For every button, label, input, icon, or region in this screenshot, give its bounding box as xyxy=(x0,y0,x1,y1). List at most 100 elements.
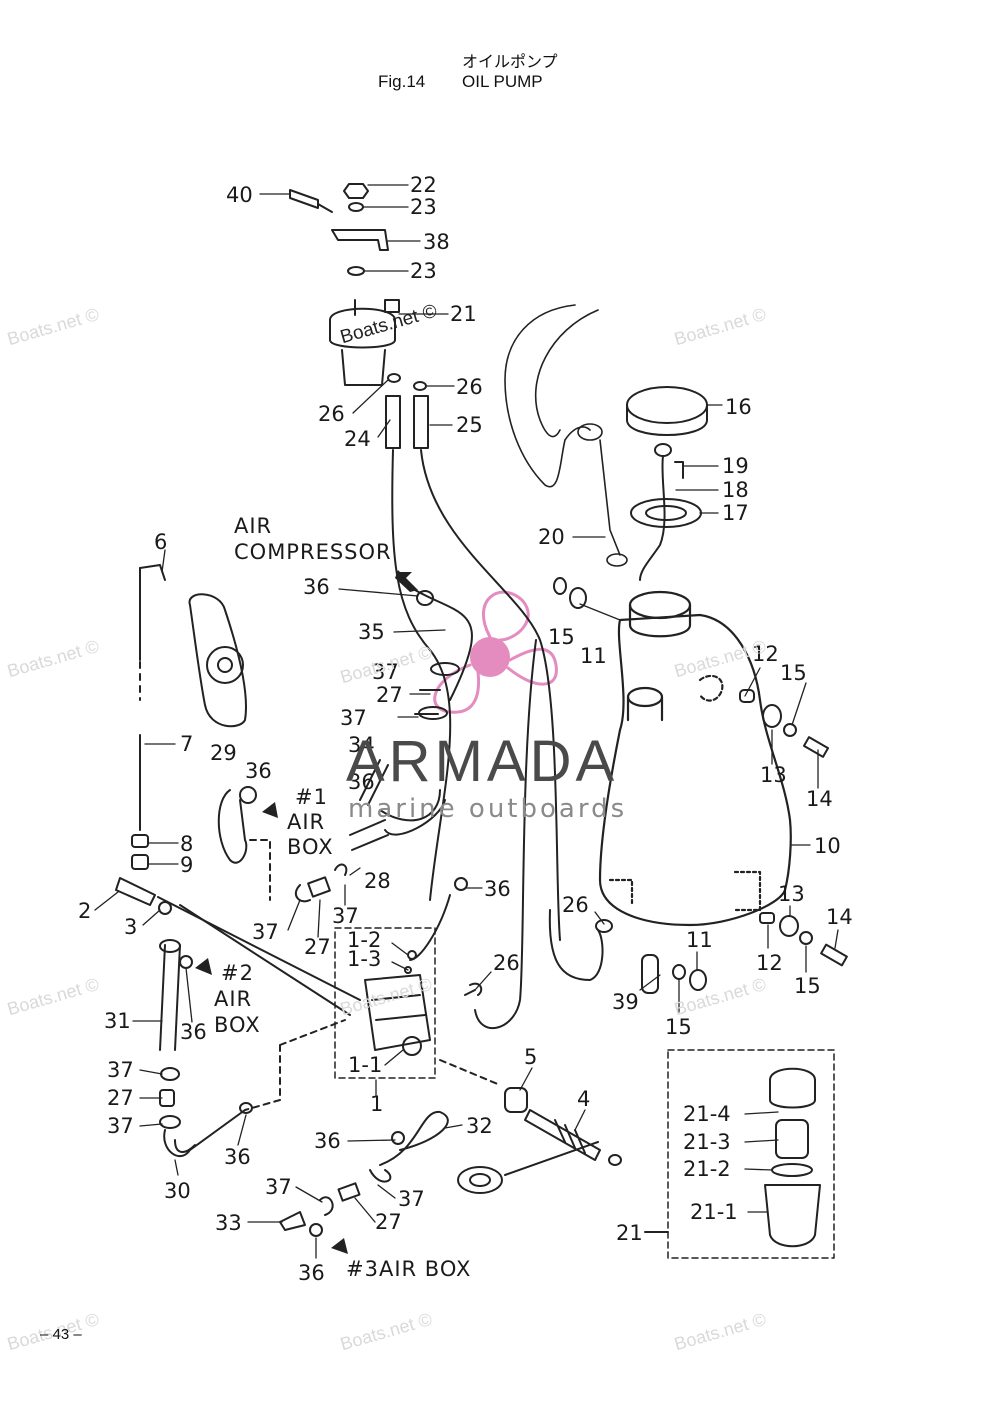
callout: 6 xyxy=(154,530,167,554)
figure-number: Fig.14 xyxy=(378,72,426,91)
callout: 29 xyxy=(210,741,237,765)
callout: 32 xyxy=(466,1114,493,1138)
leader-lines xyxy=(94,184,839,1259)
callout: 1 xyxy=(370,1092,383,1116)
note-air-box-1-b: AIR xyxy=(287,810,325,834)
callout: 1-2 xyxy=(347,928,381,952)
level-sensor-wires xyxy=(504,304,628,567)
callout: 36 xyxy=(298,1261,325,1285)
callout: 37 xyxy=(265,1175,292,1199)
callout: 30 xyxy=(164,1179,191,1203)
destination-notes: AIR COMPRESSOR #1 AIR BOX #2 AIR BOX #3A… xyxy=(214,514,471,1281)
callout: 1-1 xyxy=(348,1053,382,1077)
direction-arrows xyxy=(195,570,418,1254)
upper-filter-assembly xyxy=(289,183,429,449)
callout: 25 xyxy=(456,413,483,437)
long-oil-hoses xyxy=(391,449,604,1030)
callout: 37 xyxy=(107,1114,134,1138)
callout: 26 xyxy=(456,375,483,399)
callout: 27 xyxy=(375,1210,402,1234)
callout: 23 xyxy=(410,195,437,219)
callout: 21-2 xyxy=(683,1157,731,1181)
callout: 21 xyxy=(450,302,477,326)
callout: 13 xyxy=(760,763,787,787)
callout: 27 xyxy=(376,683,403,707)
callout: 15 xyxy=(780,661,807,685)
callout: 21-1 xyxy=(690,1200,738,1224)
callout: 33 xyxy=(215,1211,242,1235)
brand-tagline: marine outboards xyxy=(348,794,628,824)
callout: 3 xyxy=(124,915,137,939)
callout: 18 xyxy=(722,478,749,502)
tank-cap-assembly xyxy=(626,386,708,581)
callout: 19 xyxy=(722,454,749,478)
callout: 26 xyxy=(318,402,345,426)
callout: 1-3 xyxy=(347,947,381,971)
callout: 17 xyxy=(722,501,749,525)
callout: 36 xyxy=(245,759,272,783)
callout: 8 xyxy=(180,832,193,856)
note-air-box-1-c: BOX xyxy=(287,835,334,859)
callout: 26 xyxy=(493,951,520,975)
linkage-lines xyxy=(115,839,501,1111)
air-box-hoses xyxy=(159,589,483,1237)
callout: 15 xyxy=(794,974,821,998)
callout: 24 xyxy=(344,427,371,451)
note-air-box-1-a: #1 xyxy=(295,785,328,809)
note-air-compressor-1: AIR xyxy=(234,514,272,538)
callout: 35 xyxy=(358,620,385,644)
callout: 39 xyxy=(612,990,639,1014)
callout: 26 xyxy=(562,893,589,917)
callout: 10 xyxy=(814,834,841,858)
drive-gear xyxy=(457,1087,622,1194)
callout: 9 xyxy=(180,853,193,877)
brand-logo-text: ARMADA xyxy=(346,729,619,794)
callout: 37 xyxy=(372,660,399,684)
callout: 27 xyxy=(304,935,331,959)
callout: 37 xyxy=(252,920,279,944)
tank-fasteners xyxy=(553,577,848,994)
note-air-box-2-b: AIR xyxy=(214,987,252,1011)
callout: 37 xyxy=(332,904,359,928)
callout: 37 xyxy=(107,1058,134,1082)
callout: 21-4 xyxy=(683,1102,731,1126)
note-air-box-3: #3AIR BOX xyxy=(346,1257,471,1281)
note-air-compressor-2: COMPRESSOR xyxy=(234,540,392,564)
callout: 11 xyxy=(580,644,607,668)
page-number: – 43 – xyxy=(40,1326,82,1343)
callout: 7 xyxy=(180,732,193,756)
callout: 36 xyxy=(348,770,375,794)
callout: 5 xyxy=(524,1045,537,1069)
callout-labels: 40 22 23 38 23 21 26 26 24 25 16 19 18 1… xyxy=(78,173,853,1285)
callout: 21 xyxy=(616,1221,643,1245)
callout: 36 xyxy=(180,1020,207,1044)
callout: 28 xyxy=(364,869,391,893)
callout: 38 xyxy=(423,230,450,254)
title-english: OIL PUMP xyxy=(462,72,543,91)
callout: 21-3 xyxy=(683,1130,731,1154)
callout: 23 xyxy=(410,259,437,283)
callout: 2 xyxy=(78,899,91,923)
callout: 31 xyxy=(104,1009,131,1033)
callout: 22 xyxy=(410,173,437,197)
note-air-box-2-c: BOX xyxy=(214,1013,261,1037)
pump-bracket-and-rod xyxy=(131,564,247,870)
callout: 14 xyxy=(806,787,833,811)
callout: 12 xyxy=(756,951,783,975)
callout: 20 xyxy=(538,525,565,549)
callout: 36 xyxy=(224,1145,251,1169)
callout: 37 xyxy=(398,1187,425,1211)
callout: 14 xyxy=(826,905,853,929)
filter-21-detail-box xyxy=(644,1049,835,1259)
callout: 40 xyxy=(226,183,253,207)
note-air-box-2-a: #2 xyxy=(221,961,254,985)
callout: 4 xyxy=(577,1087,590,1111)
callout: 15 xyxy=(665,1015,692,1039)
callout: 36 xyxy=(484,877,511,901)
callout: 16 xyxy=(725,395,752,419)
callout: 12 xyxy=(752,642,779,666)
callout: 11 xyxy=(686,928,713,952)
callout: 15 xyxy=(548,625,575,649)
